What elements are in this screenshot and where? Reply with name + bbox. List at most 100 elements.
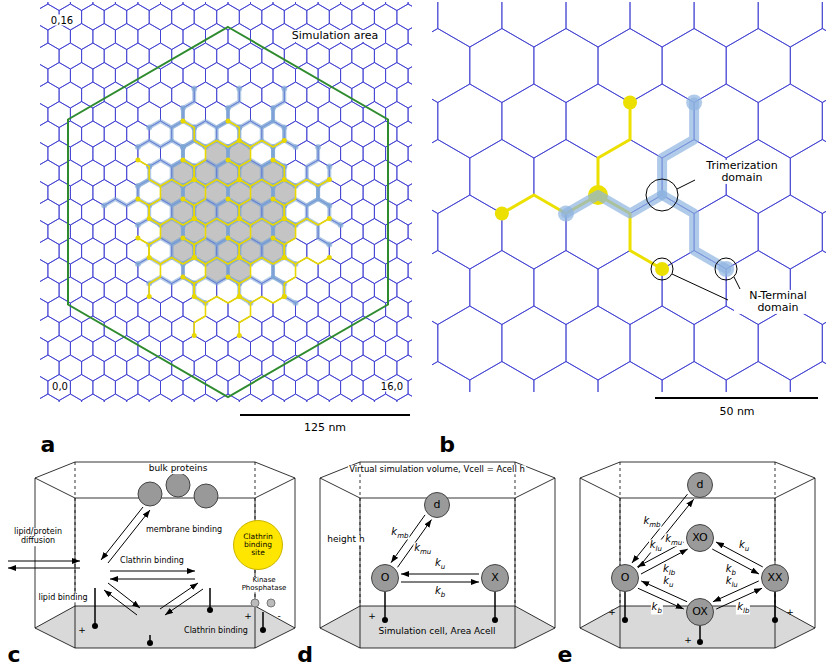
- clathrin-triskelion: [138, 238, 161, 264]
- terminal-domain: [147, 294, 152, 299]
- clathrin-binding-site: Clathrin binding site: [233, 520, 283, 570]
- clathrin-triskelion: [273, 199, 296, 225]
- clathrin-leg: [566, 195, 662, 214]
- clathrin-triskelion: [307, 219, 330, 245]
- clathrin-triskelion: [160, 180, 194, 187]
- callout-circle: [651, 258, 673, 280]
- node-text: O: [621, 572, 630, 584]
- cell-edge: [320, 478, 321, 628]
- clathrin-leg: [598, 103, 630, 196]
- node-text: d: [697, 479, 704, 491]
- lipid-head: [382, 617, 388, 623]
- panel-letter: e: [557, 643, 574, 667]
- cell-edge: [295, 478, 296, 628]
- annotation: 16,0: [380, 381, 404, 392]
- annotation: Simulation area: [291, 30, 380, 42]
- clathrin-triskelion: [205, 219, 239, 226]
- terminal-domain: [135, 158, 140, 163]
- clathrin-triskelion: [251, 219, 285, 226]
- lipid-head: [92, 623, 98, 629]
- clathrin-triskelion: [273, 160, 296, 186]
- terminal-domain: [101, 203, 107, 209]
- terminal-domain: [135, 261, 141, 267]
- terminal-domain: [180, 236, 185, 241]
- clathrin-triskelion: [251, 258, 285, 265]
- terminal-domain: [180, 275, 185, 280]
- rate-constant: ku: [434, 558, 446, 571]
- terminal-domain: [326, 242, 332, 248]
- terminal-domain: [226, 197, 231, 202]
- clathrin-triskelion: [296, 180, 330, 187]
- arrow: [108, 510, 150, 563]
- terminal-domain: [282, 294, 287, 299]
- rate-constant: ku: [738, 539, 750, 552]
- clathrin-triskelion: [205, 141, 239, 148]
- terminal-domain: [192, 333, 197, 338]
- rate-constant: klu: [649, 539, 663, 552]
- membrane-face: [320, 606, 555, 648]
- cell-edge: [580, 478, 581, 628]
- annotation: 50 nm: [718, 406, 755, 418]
- clathrin-triskelion: [138, 167, 149, 200]
- clathrin-triskelion: [172, 147, 183, 180]
- cell-edge: [815, 478, 816, 628]
- node-text: Clathrin binding site: [238, 533, 278, 557]
- annotation: +: [607, 608, 617, 618]
- rate-arrow: [401, 582, 479, 583]
- panel-c-art: [8, 473, 275, 646]
- clathrin-triskelion: [228, 238, 251, 264]
- terminal-domain: [180, 197, 185, 202]
- terminal-domain: [281, 86, 287, 92]
- terminal-domain: [315, 144, 321, 150]
- rate-constant: klu: [725, 576, 739, 589]
- clathrin-triskelion: [172, 186, 183, 219]
- callout-circle: [715, 258, 737, 280]
- lipid-head: [697, 639, 703, 645]
- arrow: [110, 579, 195, 580]
- rate-arrow: [713, 581, 759, 602]
- terminal-domain: [135, 197, 140, 202]
- clathrin-triskelion: [172, 225, 183, 258]
- hex-grid: [432, 2, 826, 392]
- cell-edge: [555, 478, 556, 628]
- terminal-domain: [495, 207, 509, 221]
- clathrin-triskelion: [183, 121, 206, 147]
- annotation: Kinase Phosphatase: [237, 577, 291, 592]
- clathrin-triskelion: [318, 199, 341, 225]
- lipid-anchor: [494, 592, 496, 618]
- clathrin-triskelion: [228, 160, 251, 186]
- annotation: Clathrin binding: [119, 557, 185, 566]
- clathrin-triskelion: [239, 264, 250, 297]
- clathrin-triskelion: [194, 147, 205, 180]
- clathrin-triskelion: [138, 160, 161, 186]
- clathrin-triskelion: [239, 225, 250, 258]
- clathrin-triskelion: [239, 147, 250, 180]
- clathrin-triskelion: [183, 277, 206, 303]
- lipid-anchor: [774, 592, 776, 618]
- terminal-domain: [180, 119, 185, 124]
- clathrin-triskelion: [251, 141, 285, 148]
- annotation: +: [683, 636, 693, 646]
- state-circle: X: [481, 564, 509, 592]
- lipid-head: [492, 617, 498, 623]
- clathrin-triskelion: [251, 297, 285, 304]
- arrow: [101, 507, 143, 560]
- terminal-domain: [686, 95, 702, 111]
- arrow: [104, 590, 137, 615]
- annotation: N-Terminal domain: [734, 290, 822, 314]
- arrow: [110, 571, 195, 572]
- state-circle: XO: [686, 524, 714, 552]
- terminal-domain: [326, 164, 332, 170]
- lipid-head: [622, 617, 628, 623]
- clathrin-triskelion: [239, 303, 250, 336]
- terminal-domain: [623, 96, 637, 110]
- panel-letter: c: [6, 643, 21, 667]
- clathrin-triskelion: [284, 264, 295, 297]
- clathrin-triskelion: [251, 180, 285, 187]
- annotation: Virtual simulation volume, Vcell = Acell…: [348, 465, 526, 474]
- state-circle: d: [687, 472, 713, 498]
- node-text: O: [381, 572, 390, 584]
- rate-constant: kmb: [390, 526, 409, 539]
